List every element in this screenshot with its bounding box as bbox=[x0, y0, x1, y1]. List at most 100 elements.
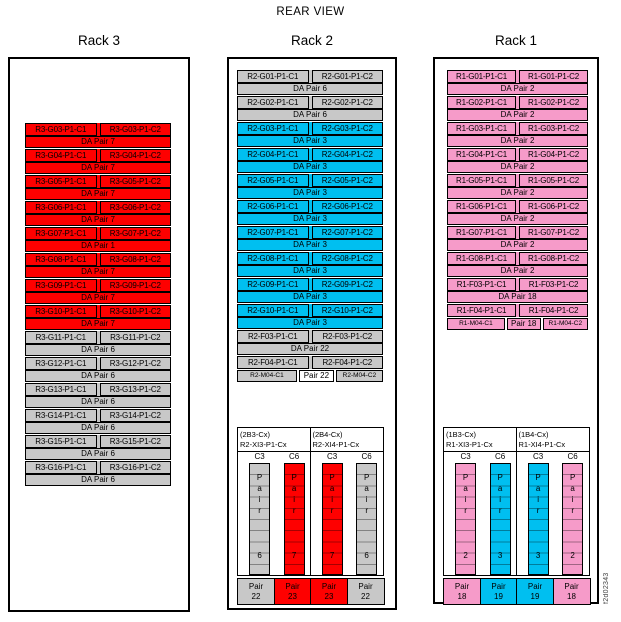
bar-letter: P bbox=[329, 473, 335, 482]
da-pair-row: DA Pair 7 bbox=[25, 135, 171, 148]
da-pair-row: DA Pair 6 bbox=[25, 343, 171, 356]
connector-label: C6 bbox=[567, 452, 578, 461]
bar-letter: a bbox=[497, 484, 503, 493]
pair-number: 19 bbox=[494, 591, 503, 601]
port-cell: R2-G06-P1-C1 bbox=[237, 200, 309, 213]
port-cell: R3-G09-P1-C2 bbox=[99, 279, 171, 292]
m04-pair-cell: Pair 18 bbox=[506, 317, 541, 330]
port-cell: R3-G04-P1-C2 bbox=[99, 149, 171, 162]
port-cell: R1-G04-P1-C2 bbox=[519, 148, 588, 161]
port-cell: R1-F04-P1-C1 bbox=[447, 304, 516, 317]
pair-word: Pair bbox=[491, 581, 506, 591]
port-cell: R3-G12-P1-C2 bbox=[99, 357, 171, 370]
port-cell: R3-G08-P1-C2 bbox=[99, 253, 171, 266]
bar-letter: a bbox=[291, 484, 297, 493]
bar-letter: P bbox=[569, 473, 576, 482]
bar-letter: i bbox=[499, 495, 502, 504]
port-cell: R2-G04-P1-C2 bbox=[311, 148, 383, 161]
port-cell: R3-G06-P1-C1 bbox=[25, 201, 97, 214]
port-cell: R2-G03-P1-C2 bbox=[311, 122, 383, 135]
port-cell: R3-G16-P1-C2 bbox=[99, 461, 171, 474]
enclosure-tag: (1B4-Cx) bbox=[518, 430, 549, 439]
da-pair-row: DA Pair 6 bbox=[25, 421, 171, 434]
enclosure-tag: (2B4-Cx) bbox=[312, 430, 343, 439]
da-pair-row: DA Pair 7 bbox=[25, 291, 171, 304]
pair-word: Pair bbox=[248, 581, 264, 591]
da-pair-row: DA Pair 3 bbox=[237, 212, 383, 225]
port-cell: R2-G01-P1-C1 bbox=[237, 70, 309, 83]
bar-letter: i bbox=[365, 495, 368, 504]
pair-number: 19 bbox=[530, 591, 540, 601]
pair-number: 23 bbox=[324, 591, 334, 601]
bar-letter: a bbox=[329, 484, 335, 493]
pair-word: Pair bbox=[285, 581, 300, 591]
port-cell: R2-G05-P1-C2 bbox=[311, 174, 383, 187]
bar-letter: P bbox=[291, 473, 297, 482]
connector-label: C6 bbox=[361, 452, 372, 461]
bar-pair-number: 6 bbox=[364, 551, 369, 560]
port-cell: R2-G09-P1-C1 bbox=[237, 278, 309, 291]
port-cell: R2-G04-P1-C1 bbox=[237, 148, 309, 161]
port-cell: R1-G01-P1-C1 bbox=[447, 70, 516, 83]
bar-letter: r bbox=[464, 506, 467, 515]
bar-letter: r bbox=[536, 506, 540, 515]
enclosure-port: R1-XI3-P1-Cx bbox=[446, 440, 493, 449]
bar-letter: a bbox=[570, 484, 575, 493]
bar-letter: i bbox=[537, 495, 539, 504]
port-cell: R1-G06-P1-C2 bbox=[519, 200, 588, 213]
da-pair-row: DA Pair 6 bbox=[25, 395, 171, 408]
port-cell: R2-G07-P1-C1 bbox=[237, 226, 309, 239]
bar-letter: P bbox=[497, 473, 503, 482]
bar-pair-number: 7 bbox=[291, 551, 297, 560]
bar-pair-number: 3 bbox=[535, 551, 541, 560]
pair-number: 22 bbox=[361, 591, 370, 601]
enclosure-tag: (1B3-Cx) bbox=[446, 430, 477, 439]
enclosure-tag: (2B3-Cx) bbox=[240, 430, 271, 439]
pair-word: Pair bbox=[564, 581, 579, 591]
port-cell: R3-G11-P1-C2 bbox=[99, 331, 171, 344]
port-cell: R3-G14-P1-C2 bbox=[99, 409, 171, 422]
da-pair-row: DA Pair 2 bbox=[447, 212, 588, 225]
da-pair-row: DA Pair 7 bbox=[25, 265, 171, 278]
connector-label: C3 bbox=[326, 452, 338, 461]
io-enclosure-header: (2B4-Cx)R2-XI4-P1-Cx bbox=[310, 428, 383, 452]
bar-letter: a bbox=[364, 484, 369, 493]
connector-label: C3 bbox=[460, 452, 471, 461]
rack1-title: Rack 1 bbox=[494, 33, 538, 48]
da-pair-row: DA Pair 2 bbox=[447, 264, 588, 277]
m04-cell: R1-M04-C2 bbox=[542, 317, 588, 330]
port-cell: R1-G08-P1-C2 bbox=[519, 252, 588, 265]
port-cell: R1-G04-P1-C1 bbox=[447, 148, 516, 161]
port-cell: R2-G07-P1-C2 bbox=[311, 226, 383, 239]
